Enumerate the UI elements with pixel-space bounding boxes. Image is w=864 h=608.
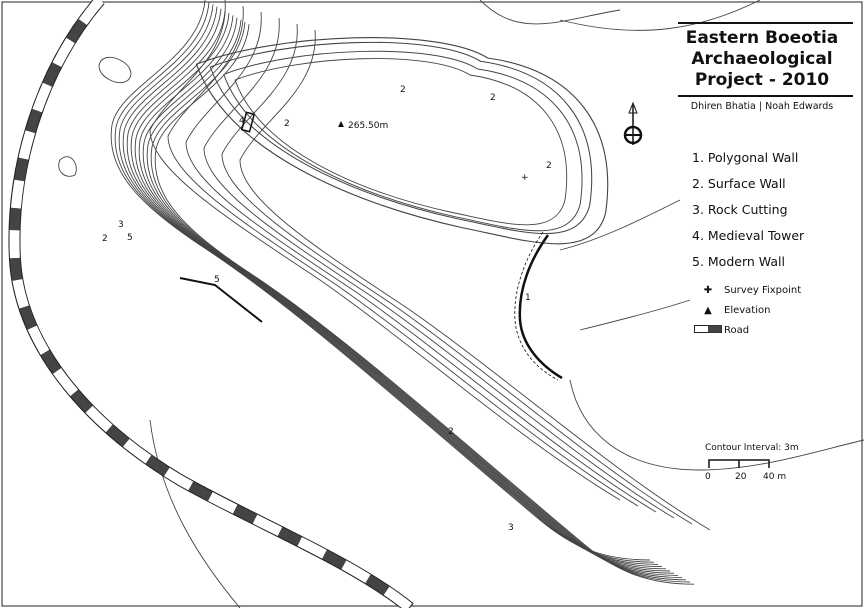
elevation-triangle-icon: [338, 121, 344, 127]
contour-interval: Contour Interval: 3m: [705, 443, 799, 453]
authors: Dhiren Bhatia | Noah Edwards: [690, 101, 834, 112]
contour-line: [559, 199, 681, 251]
contour-line: [134, 13, 675, 574]
contour-line: [239, 29, 711, 531]
feature-label: 5: [214, 275, 220, 285]
triangle-icon: ▲: [704, 304, 712, 316]
contour-lines: [58, 0, 864, 608]
legend: Eastern Boeotia Archaeological Project -…: [672, 22, 853, 336]
feature-label: 5: [127, 233, 133, 243]
contour-line: [149, 419, 241, 608]
scale-tick: 20: [735, 472, 747, 482]
contour-line: [154, 24, 695, 585]
plus-icon: ✚: [703, 284, 713, 296]
feature-label: 2: [448, 427, 454, 437]
contour-line: [142, 17, 683, 579]
feature-label: 4: [239, 116, 245, 126]
title-line: Archaeological: [691, 49, 833, 69]
legend-item: 2. Surface Wall: [692, 176, 786, 191]
contour-line: [569, 379, 864, 471]
feature-label: 2: [400, 85, 406, 95]
legend-symbol-label: Road: [724, 324, 750, 336]
scale-bar-line: [708, 459, 770, 468]
contour-line: [223, 50, 583, 232]
elevation-label: 265.50m: [348, 121, 388, 131]
feature-label: 2: [546, 161, 552, 171]
contour-line: [114, 2, 655, 563]
scale-tick: 40 m: [763, 472, 787, 482]
contour-line: [185, 11, 657, 513]
contour-line: [98, 56, 132, 84]
contour-line: [167, 5, 639, 507]
legend-item: 5. Modern Wall: [692, 254, 785, 269]
title-line: Project - 2010: [694, 70, 830, 90]
contour-line: [209, 41, 593, 234]
feature-label: 2: [284, 119, 290, 129]
feature-label: 3: [118, 220, 124, 230]
contour-line: [195, 37, 609, 245]
contour-line: [146, 19, 687, 581]
medieval-tower: [240, 111, 256, 133]
modern-wall: [179, 277, 263, 323]
scale-bar: Contour Interval: 3m 0 20 40 m: [705, 443, 799, 484]
polygonal-wall: [514, 231, 563, 381]
legend-item: 3. Rock Cutting: [692, 202, 788, 217]
contour-line: [130, 10, 671, 572]
survey-fixpoint-icon: +: [521, 173, 529, 183]
title-rule: [678, 95, 853, 97]
contour-line: [138, 15, 679, 576]
contour-line: [559, 0, 761, 31]
contour-line: [149, 0, 621, 501]
contour-line: [58, 156, 77, 177]
road: [8, 0, 414, 608]
legend-item: 1. Polygonal Wall: [692, 150, 799, 165]
map-title: Eastern Boeotia Archaeological Project -…: [672, 28, 852, 91]
title-line: Eastern Boeotia: [685, 28, 839, 48]
contour-line: [479, 0, 621, 25]
contour-line: [234, 58, 568, 226]
title-rule: [678, 22, 853, 24]
legend-item: 4. Medieval Tower: [692, 228, 805, 243]
contour-line: [150, 21, 691, 583]
feature-label: 3: [508, 523, 514, 533]
contour-line: [118, 4, 659, 565]
feature-label: 2: [102, 234, 108, 244]
feature-label: 1: [525, 293, 531, 303]
north-arrow-icon: [623, 101, 643, 145]
contour-line: [579, 299, 691, 331]
contour-line: [126, 8, 667, 570]
contour-line: [110, 0, 651, 561]
contour-line: [122, 6, 663, 568]
feature-label: 2: [490, 93, 496, 103]
legend-symbol-label: Survey Fixpoint: [724, 284, 802, 296]
road-icon: [692, 324, 724, 336]
feature-list: 1. Polygonal Wall 2. Surface Wall 3. Roc…: [692, 150, 804, 280]
contour-line: [221, 23, 693, 525]
symbol-list: ✚ Survey Fixpoint ▲ Elevation Road: [692, 280, 801, 340]
legend-symbol-label: Elevation: [724, 304, 771, 316]
scale-tick: 0: [705, 472, 711, 482]
contour-line: [203, 17, 675, 519]
